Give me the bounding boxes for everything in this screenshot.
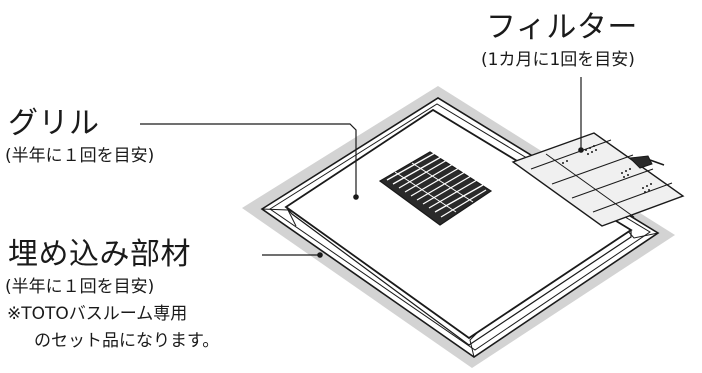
filter-note: (1カ月に1回を目安): [481, 50, 635, 70]
grille-title: グリル: [8, 106, 100, 141]
leader-filter: [578, 77, 584, 153]
grille-note: (半年に１回を目安): [5, 146, 155, 166]
filter-unit: [511, 132, 685, 227]
embedded-title: 埋め込み部材: [8, 237, 191, 272]
embedded-note-exclusive: ※TOTOバスルーム専用: [7, 304, 188, 324]
leader-embedded: [262, 252, 323, 258]
embedded-note-set: のセット品になります。: [34, 331, 220, 351]
embedded-note: (半年に１回を目安): [5, 277, 155, 297]
grille-vent: [378, 151, 493, 226]
grille-panel-edge: [285, 206, 632, 346]
filter-title: フィルター: [486, 10, 638, 45]
leader-grille: [140, 123, 359, 200]
